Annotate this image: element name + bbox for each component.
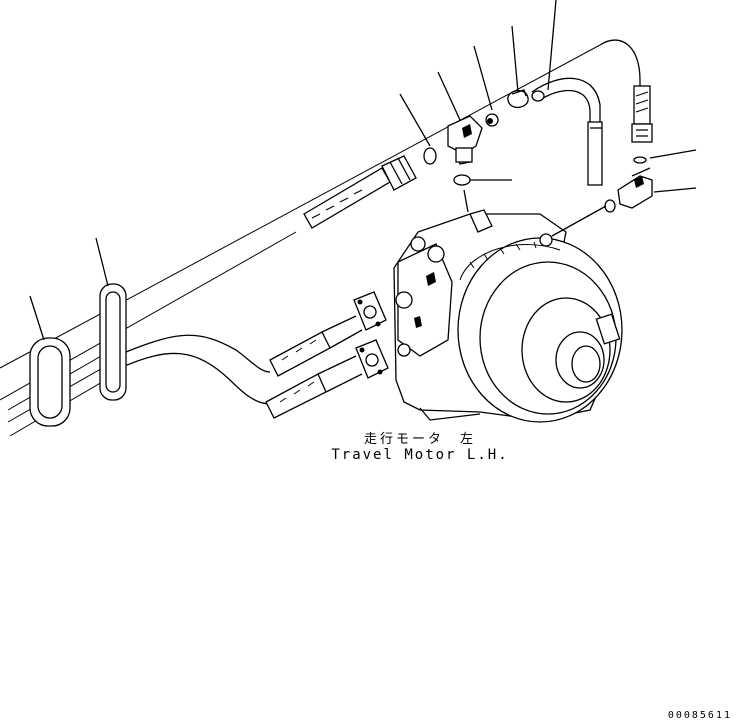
travel-motor — [393, 189, 623, 423]
caption-english: Travel Motor L.H. — [331, 447, 509, 463]
caption-japanese: 走行モータ 左 — [363, 432, 476, 447]
elbow-fitting-right — [604, 149, 697, 213]
large-o-rings — [29, 237, 127, 427]
lower-hoses — [119, 315, 363, 419]
small-fittings — [399, 0, 557, 186]
upper-tube — [531, 39, 641, 186]
split-flanges — [353, 291, 389, 379]
document-id: 00085611 — [667, 710, 732, 721]
right-hose — [631, 85, 653, 143]
long-hose-upper — [303, 155, 417, 229]
